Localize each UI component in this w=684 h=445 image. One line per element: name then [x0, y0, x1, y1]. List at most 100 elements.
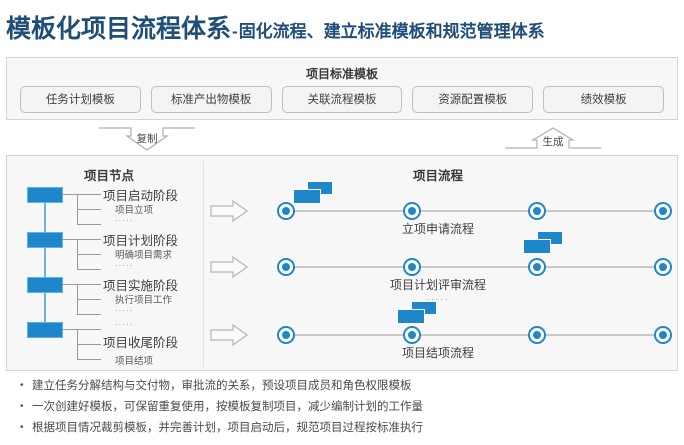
flow-row-label: 项目计划评审流程	[389, 278, 486, 292]
tree-branch-line	[77, 284, 101, 285]
list-item: • 一次创建好模板，可保留重复使用，按模板复制项目，减少编制计划的工作量	[20, 399, 620, 415]
tree-group-subitem: 执行项目工作	[115, 295, 173, 306]
tree-stub-line	[63, 284, 77, 285]
list-item: • 建立任务分解结构与交付物，审批流的关系，预设项目成员和角色权限模板	[20, 378, 620, 394]
up-arrow-icon	[505, 127, 601, 149]
flow-row-plan-review[interactable]: 项目计划评审流程 ·····	[205, 231, 672, 304]
tree-stub-line	[63, 329, 77, 330]
project-nodes-column: 项目节点 项目启动阶段 项目立项 ·····	[15, 161, 204, 367]
flow-node[interactable]	[654, 326, 672, 344]
tree-spine-line	[44, 197, 46, 331]
stacked-windows-icon	[293, 181, 333, 206]
flow-row-label: 立项申请流程	[401, 222, 474, 236]
tree-group-title: 项目收尾阶段	[103, 336, 179, 350]
template-button-related-process[interactable]: 关联流程模板	[281, 85, 403, 113]
flow-row-closing[interactable]: 项目结项流程	[205, 301, 672, 369]
copy-connector-label: 复制	[136, 133, 158, 145]
flow-node[interactable]	[654, 202, 672, 220]
tree-group-execution[interactable]: 项目实施阶段 执行项目工作 ·····	[19, 277, 203, 321]
page-title-dash: -	[232, 22, 238, 41]
template-button-standard-output[interactable]: 标准产出物模板	[150, 85, 272, 113]
tree-branch-line	[77, 299, 101, 300]
tree-group-dots: ·····	[115, 306, 134, 315]
generate-connector-label: 生成	[542, 136, 564, 148]
tree-group-title: 项目实施阶段	[103, 279, 179, 293]
tree-stub-line	[63, 194, 77, 195]
tree-group-initiation[interactable]: 项目启动阶段 项目立项 ·····	[19, 187, 203, 231]
flow-node[interactable]	[403, 202, 421, 220]
right-arrow-icon	[210, 199, 249, 223]
flow-node[interactable]	[277, 258, 295, 276]
tree-node-box	[27, 322, 63, 338]
copy-connector: 复制	[93, 126, 201, 152]
bullet-marker: •	[20, 401, 24, 412]
standard-template-panel: 项目标准模板 任务计划模板 标准产出物模板 关联流程模板 资源配置模板 绩效模板	[6, 57, 678, 120]
bullet-list: • 建立任务分解结构与交付物，审批流的关系，预设项目成员和角色权限模板 • 一次…	[20, 378, 620, 441]
project-nodes-heading: 项目节点	[83, 169, 134, 183]
page-title-main: 模板化项目流程体系	[6, 15, 232, 43]
bullet-text: 建立任务分解结构与交付物，审批流的关系，预设项目成员和角色权限模板	[32, 380, 412, 392]
right-arrow-icon	[210, 323, 249, 347]
bullet-text: 一次创建好模板，可保留重复使用，按模板复制项目，减少编制计划的工作量	[32, 401, 423, 413]
template-button-resource-config[interactable]: 资源配置模板	[412, 85, 534, 113]
tree-node-box	[27, 187, 63, 203]
tree-node-box	[27, 232, 63, 248]
window-front-shape	[523, 239, 551, 254]
generate-connector: 生成	[499, 126, 607, 152]
tree-group-title: 项目计划阶段	[103, 234, 179, 248]
flow-node[interactable]	[654, 258, 672, 276]
tree-group-planning[interactable]: 项目计划阶段 明确项目需求 ·····	[19, 232, 203, 276]
flow-row-initiation-application[interactable]: 立项申请流程	[205, 181, 672, 245]
project-flow-heading: 项目流程	[412, 169, 463, 183]
bullet-marker: •	[20, 422, 24, 433]
project-nodes-tree: 项目启动阶段 项目立项 ····· 项目计划阶段 明确项目需求 ·····	[19, 187, 203, 367]
right-arrow-icon	[210, 255, 249, 279]
tree-group-subitem: 明确项目需求	[115, 250, 173, 261]
flow-node[interactable]	[277, 326, 295, 344]
flow-row-label: 项目结项流程	[401, 346, 474, 360]
tree-group-dots: ·····	[115, 261, 134, 270]
tree-branch-line	[77, 224, 101, 225]
tree-group-subitem: 项目立项	[115, 205, 154, 216]
window-front-shape	[397, 309, 425, 324]
tree-stub-line	[63, 239, 77, 240]
stacked-windows-icon	[523, 231, 563, 256]
stacked-windows-icon	[397, 301, 437, 326]
tree-branch-line	[77, 194, 101, 195]
flow-connector-line	[285, 266, 663, 268]
tree-group-title: 项目启动阶段	[103, 189, 179, 203]
flow-node[interactable]	[403, 258, 421, 276]
tree-branch-line	[77, 269, 101, 270]
tree-branch-line	[77, 359, 101, 360]
tree-branch-line	[77, 344, 101, 345]
tree-group-dots: ·····	[115, 320, 134, 329]
tree-branch-line	[77, 314, 101, 315]
template-button-task-plan[interactable]: 任务计划模板	[20, 85, 141, 113]
tree-group-subitem: 项目结项	[115, 356, 154, 367]
bullet-marker: •	[20, 380, 24, 391]
list-item: • 根据项目情况裁剪模板，并完善计划，项目启动后，规范项目过程按标准执行	[20, 420, 620, 436]
tree-node-box	[27, 277, 63, 293]
tree-branch-line	[77, 254, 101, 255]
flow-connector-line	[285, 210, 663, 212]
template-button-performance[interactable]: 绩效模板	[543, 85, 664, 113]
page-title: 模板化项目流程体系 - 固化流程、建立标准模板和规范管理体系	[6, 9, 678, 45]
flow-row-separator-dots: ·····	[426, 295, 450, 304]
template-button-row: 任务计划模板 标准产出物模板 关联流程模板 资源配置模板 绩效模板	[15, 85, 669, 113]
flow-node[interactable]	[528, 258, 546, 276]
tree-group-closing[interactable]: ····· 项目收尾阶段 项目结项	[19, 320, 203, 367]
down-arrow-icon	[99, 127, 195, 151]
tree-branch-line	[77, 239, 101, 240]
window-front-shape	[293, 189, 321, 204]
project-flow-column: 项目流程 立项申请流程	[205, 161, 672, 369]
flow-node[interactable]	[403, 326, 421, 344]
flow-node[interactable]	[528, 202, 546, 220]
flow-connector-line	[285, 334, 663, 336]
page-title-sub: 固化流程、建立标准模板和规范管理体系	[238, 22, 545, 41]
flow-node[interactable]	[277, 202, 295, 220]
tree-group-dots: ·····	[115, 216, 134, 225]
bullet-text: 根据项目情况裁剪模板，并完善计划，项目启动后，规范项目过程按标准执行	[32, 422, 423, 434]
tree-branch-line	[77, 209, 101, 210]
standard-template-heading: 项目标准模板	[305, 67, 378, 81]
flow-node[interactable]	[528, 326, 546, 344]
